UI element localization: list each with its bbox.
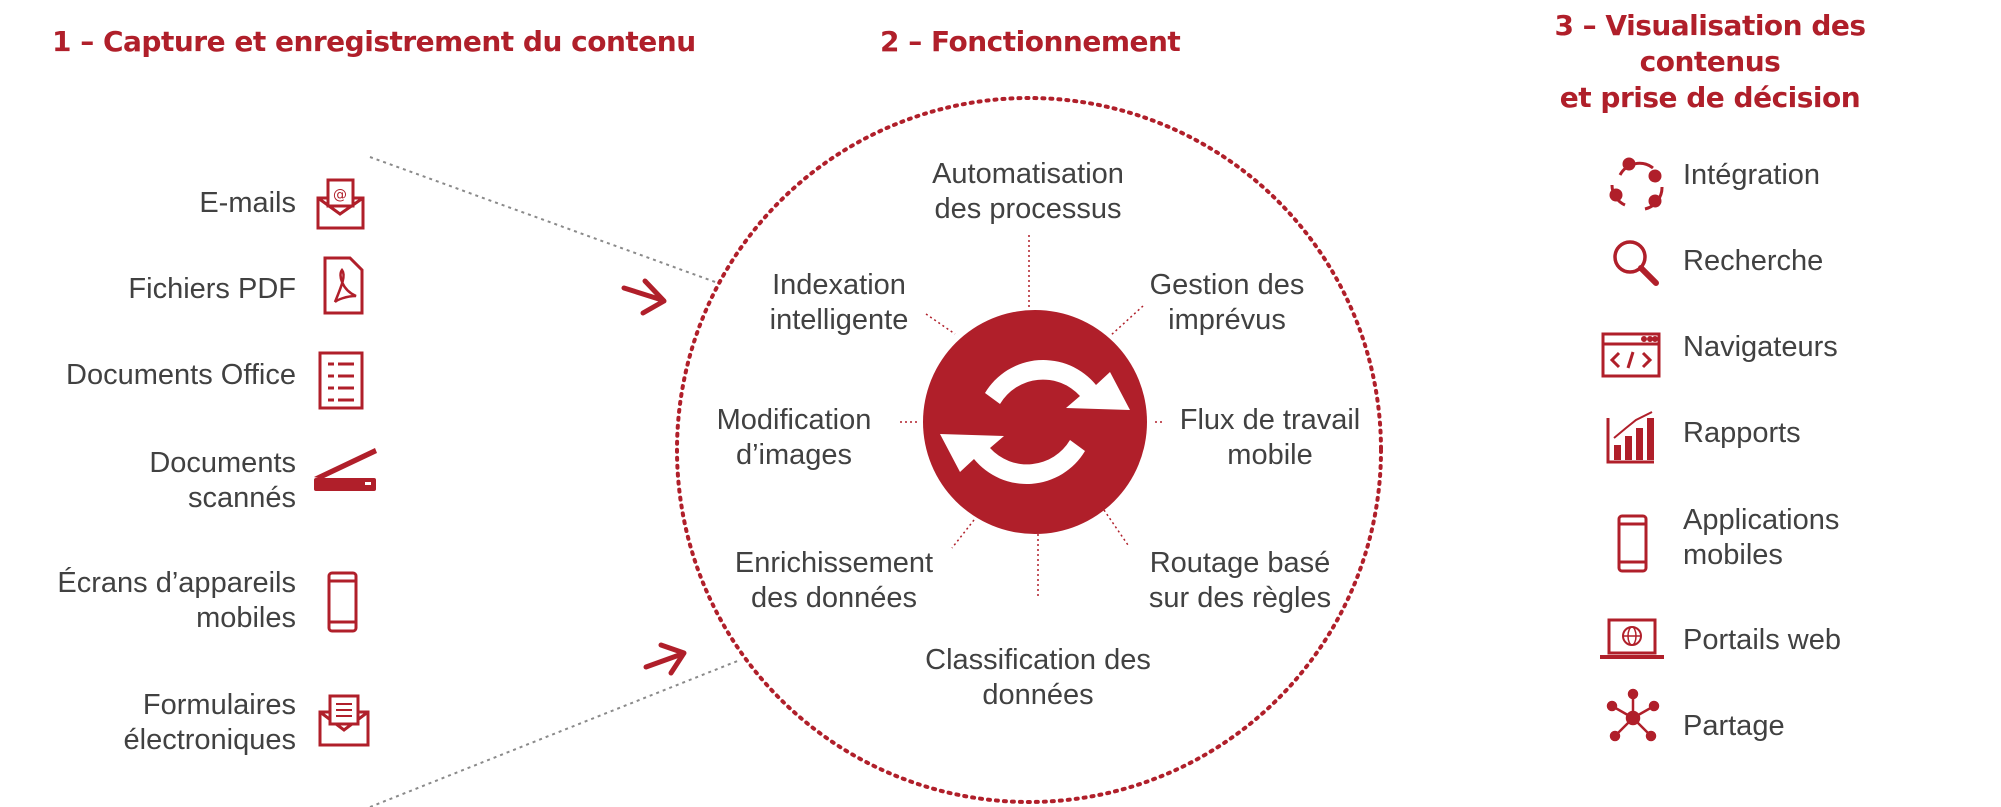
function-label-line: Flux de travail xyxy=(1179,404,1361,436)
output-label-web-portals: Portails web xyxy=(1683,623,1841,658)
output-label-line: Navigateurs xyxy=(1683,331,1838,363)
output-label-sharing: Partage xyxy=(1683,709,1785,744)
function-label-line: d’images xyxy=(735,439,853,471)
function-label-line: sur des règles xyxy=(1148,582,1332,614)
arrow-icon-top xyxy=(621,278,667,316)
function-label-exceptions: Gestion des imprévus xyxy=(1077,268,1377,338)
input-label-forms: Formulaires électroniques xyxy=(124,688,297,758)
function-label-line: Gestion des xyxy=(1149,269,1305,301)
email-icon: @ xyxy=(316,178,365,230)
input-label-pdf: Fichiers PDF xyxy=(128,272,296,307)
arrow-icon-bottom xyxy=(643,642,687,676)
output-label-line: Partage xyxy=(1683,710,1785,742)
output-section-title: 3 – Visualisation des contenus et prise … xyxy=(1500,8,1920,116)
input-label-line: Documents Office xyxy=(66,359,296,391)
output-title-line2: et prise de décision xyxy=(1559,81,1861,114)
scanner-icon xyxy=(314,448,377,491)
input-label-mobile-screens: Écrans d’appareils mobiles xyxy=(57,566,296,636)
function-label-line: Automatisation xyxy=(932,158,1124,190)
output-label-mobile-apps: Applications mobiles xyxy=(1683,503,1839,573)
output-label-integration: Intégration xyxy=(1683,158,1820,193)
input-label-line: électroniques xyxy=(123,724,297,756)
funnel-line-top xyxy=(369,156,719,284)
input-label-line: Écrans d’appareils xyxy=(57,567,296,599)
input-label-line: mobiles xyxy=(196,602,296,634)
function-label-line: des données xyxy=(750,582,918,614)
function-label-line: intelligente xyxy=(769,304,909,336)
output-label-browsers: Navigateurs xyxy=(1683,330,1838,365)
funnel-line-bottom xyxy=(369,659,741,807)
input-label-line: E-mails xyxy=(199,187,296,219)
function-label-image-editing: Modification d’images xyxy=(644,403,944,473)
laptop-globe-icon xyxy=(1600,618,1664,659)
sync-arrows-icon xyxy=(923,310,1147,534)
function-label-line: données xyxy=(982,679,1094,711)
input-label-emails: E-mails xyxy=(199,186,296,221)
pdf-file-icon xyxy=(323,256,364,315)
output-label-line: Intégration xyxy=(1683,159,1821,191)
output-label-line: Recherche xyxy=(1683,245,1824,277)
function-label-line: Classification des xyxy=(925,644,1151,676)
process-boundary-circle xyxy=(675,96,1383,804)
output-title-line1: 3 – Visualisation des contenus xyxy=(1554,9,1866,78)
input-label-office: Documents Office xyxy=(66,358,296,393)
output-label-line: Portails web xyxy=(1683,624,1841,656)
function-label-line: Enrichissement xyxy=(734,547,934,579)
share-network-icon xyxy=(1606,688,1660,742)
capture-section-title: 1 – Capture et enregistrement du contenu xyxy=(52,25,696,58)
output-label-reports: Rapports xyxy=(1683,416,1801,451)
output-label-line: Rapports xyxy=(1683,417,1801,449)
input-label-line: scannés xyxy=(187,482,296,514)
function-label-smart-indexing: Indexation intelligente xyxy=(689,268,989,338)
input-label-line: Documents xyxy=(149,447,296,479)
office-document-icon xyxy=(318,351,364,410)
mobile-phone-icon xyxy=(327,571,358,633)
function-label-data-enrichment: Enrichissement des données xyxy=(684,546,984,616)
function-label-line: imprévus xyxy=(1168,304,1286,336)
form-envelope-icon xyxy=(318,694,370,747)
function-label-line: Routage basé xyxy=(1149,547,1331,579)
input-label-scanned: Documents scannés xyxy=(149,446,296,516)
browser-code-icon xyxy=(1601,332,1661,378)
function-label-rule-routing: Routage basé sur des règles xyxy=(1090,546,1390,616)
integration-cycle-icon xyxy=(1609,157,1664,211)
function-label-line: Indexation xyxy=(772,269,906,301)
mobile-app-icon xyxy=(1617,514,1648,573)
function-label-line: Modification xyxy=(716,404,872,436)
function-label-mobile-workflow: Flux de travail mobile xyxy=(1120,403,1420,473)
function-label-line: mobile xyxy=(1227,439,1313,471)
function-label-line: des processus xyxy=(934,193,1122,225)
input-label-line: Formulaires xyxy=(142,689,296,721)
function-label-automation: Automatisation des processus xyxy=(878,157,1178,227)
process-section-title: 2 – Fonctionnement xyxy=(880,25,1181,58)
spokes xyxy=(900,235,1165,598)
input-label-line: Fichiers PDF xyxy=(128,273,296,305)
function-label-data-classification: Classification des données xyxy=(888,643,1188,713)
output-label-search: Recherche xyxy=(1683,244,1823,279)
output-label-line: mobiles xyxy=(1683,539,1783,571)
svg-text:@: @ xyxy=(333,187,347,203)
output-label-line: Applications xyxy=(1683,504,1840,536)
bar-chart-icon xyxy=(1606,411,1654,464)
search-icon xyxy=(1613,240,1659,286)
